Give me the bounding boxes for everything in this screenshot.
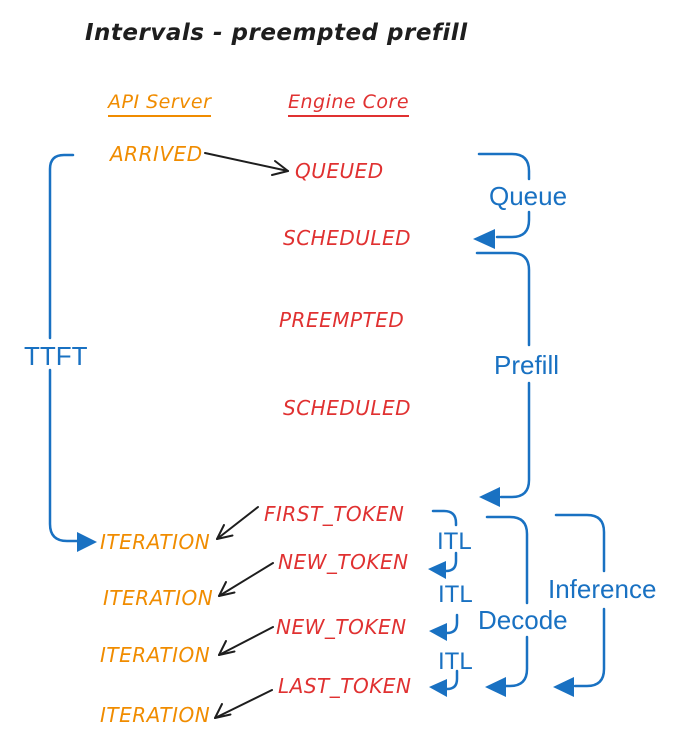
event-iteration-3: ITERATION	[100, 643, 211, 667]
event-new-token-1: NEW_TOKEN	[278, 550, 409, 574]
itl-hook-3	[444, 669, 459, 691]
decode-arrowhead	[485, 677, 506, 697]
arrow-last-token-to-iteration	[214, 689, 273, 719]
event-preempted: PREEMPTED	[279, 308, 405, 332]
interval-label-decode: Decode	[478, 605, 568, 635]
itl-hook-1	[443, 551, 458, 573]
arrow-arrived-to-queued	[204, 152, 289, 176]
prefill-bracket	[475, 251, 531, 499]
event-first-token: FIRST_TOKEN	[264, 502, 405, 526]
event-queued: QUEUED	[295, 159, 384, 183]
interval-label-prefill: Prefill	[494, 350, 560, 380]
interval-label-ttft: TTFT	[24, 341, 88, 371]
column-header-api-server: API Server	[108, 91, 212, 117]
event-new-token-2: NEW_TOKEN	[276, 615, 407, 639]
inference-bracket	[554, 513, 606, 688]
event-iteration-4: ITERATION	[100, 703, 211, 727]
prefill-arrowhead	[479, 487, 500, 507]
page-title: Intervals - preempted prefill	[85, 20, 468, 46]
arrow-new-token-1-to-iteration	[218, 562, 274, 597]
interval-label-itl-1: ITL	[437, 528, 472, 555]
inference-arrowhead	[553, 677, 574, 697]
event-scheduled-2: SCHEDULED	[283, 396, 412, 420]
itl-top-corner	[431, 509, 458, 527]
event-iteration-1: ITERATION	[100, 530, 211, 554]
queue-bracket	[477, 152, 531, 239]
itl-hook-2	[444, 613, 459, 635]
decode-bracket	[485, 515, 529, 688]
interval-label-inference: Inference	[548, 574, 657, 604]
itl-chain	[431, 509, 459, 691]
event-scheduled-1: SCHEDULED	[283, 226, 412, 250]
event-arrived: ARRIVED	[110, 142, 203, 166]
event-iteration-2: ITERATION	[103, 586, 214, 610]
arrow-new-token-2-to-iteration	[218, 626, 274, 656]
event-last-token: LAST_TOKEN	[278, 674, 412, 698]
arrow-first-token-to-iteration	[216, 506, 259, 540]
ttft-bracket	[48, 153, 81, 543]
ttft-arrowhead	[77, 532, 97, 552]
interval-label-queue: Queue	[489, 181, 568, 211]
itl-arrowhead-2	[429, 623, 447, 641]
queue-arrowhead	[473, 229, 495, 249]
event-arrows	[204, 152, 289, 719]
itl-arrowhead-3	[429, 679, 447, 697]
itl-arrowhead-1	[428, 561, 446, 579]
interval-label-itl-2: ITL	[438, 581, 473, 608]
column-header-engine-core: Engine Core	[288, 91, 410, 117]
interval-label-itl-3: ITL	[438, 648, 473, 675]
